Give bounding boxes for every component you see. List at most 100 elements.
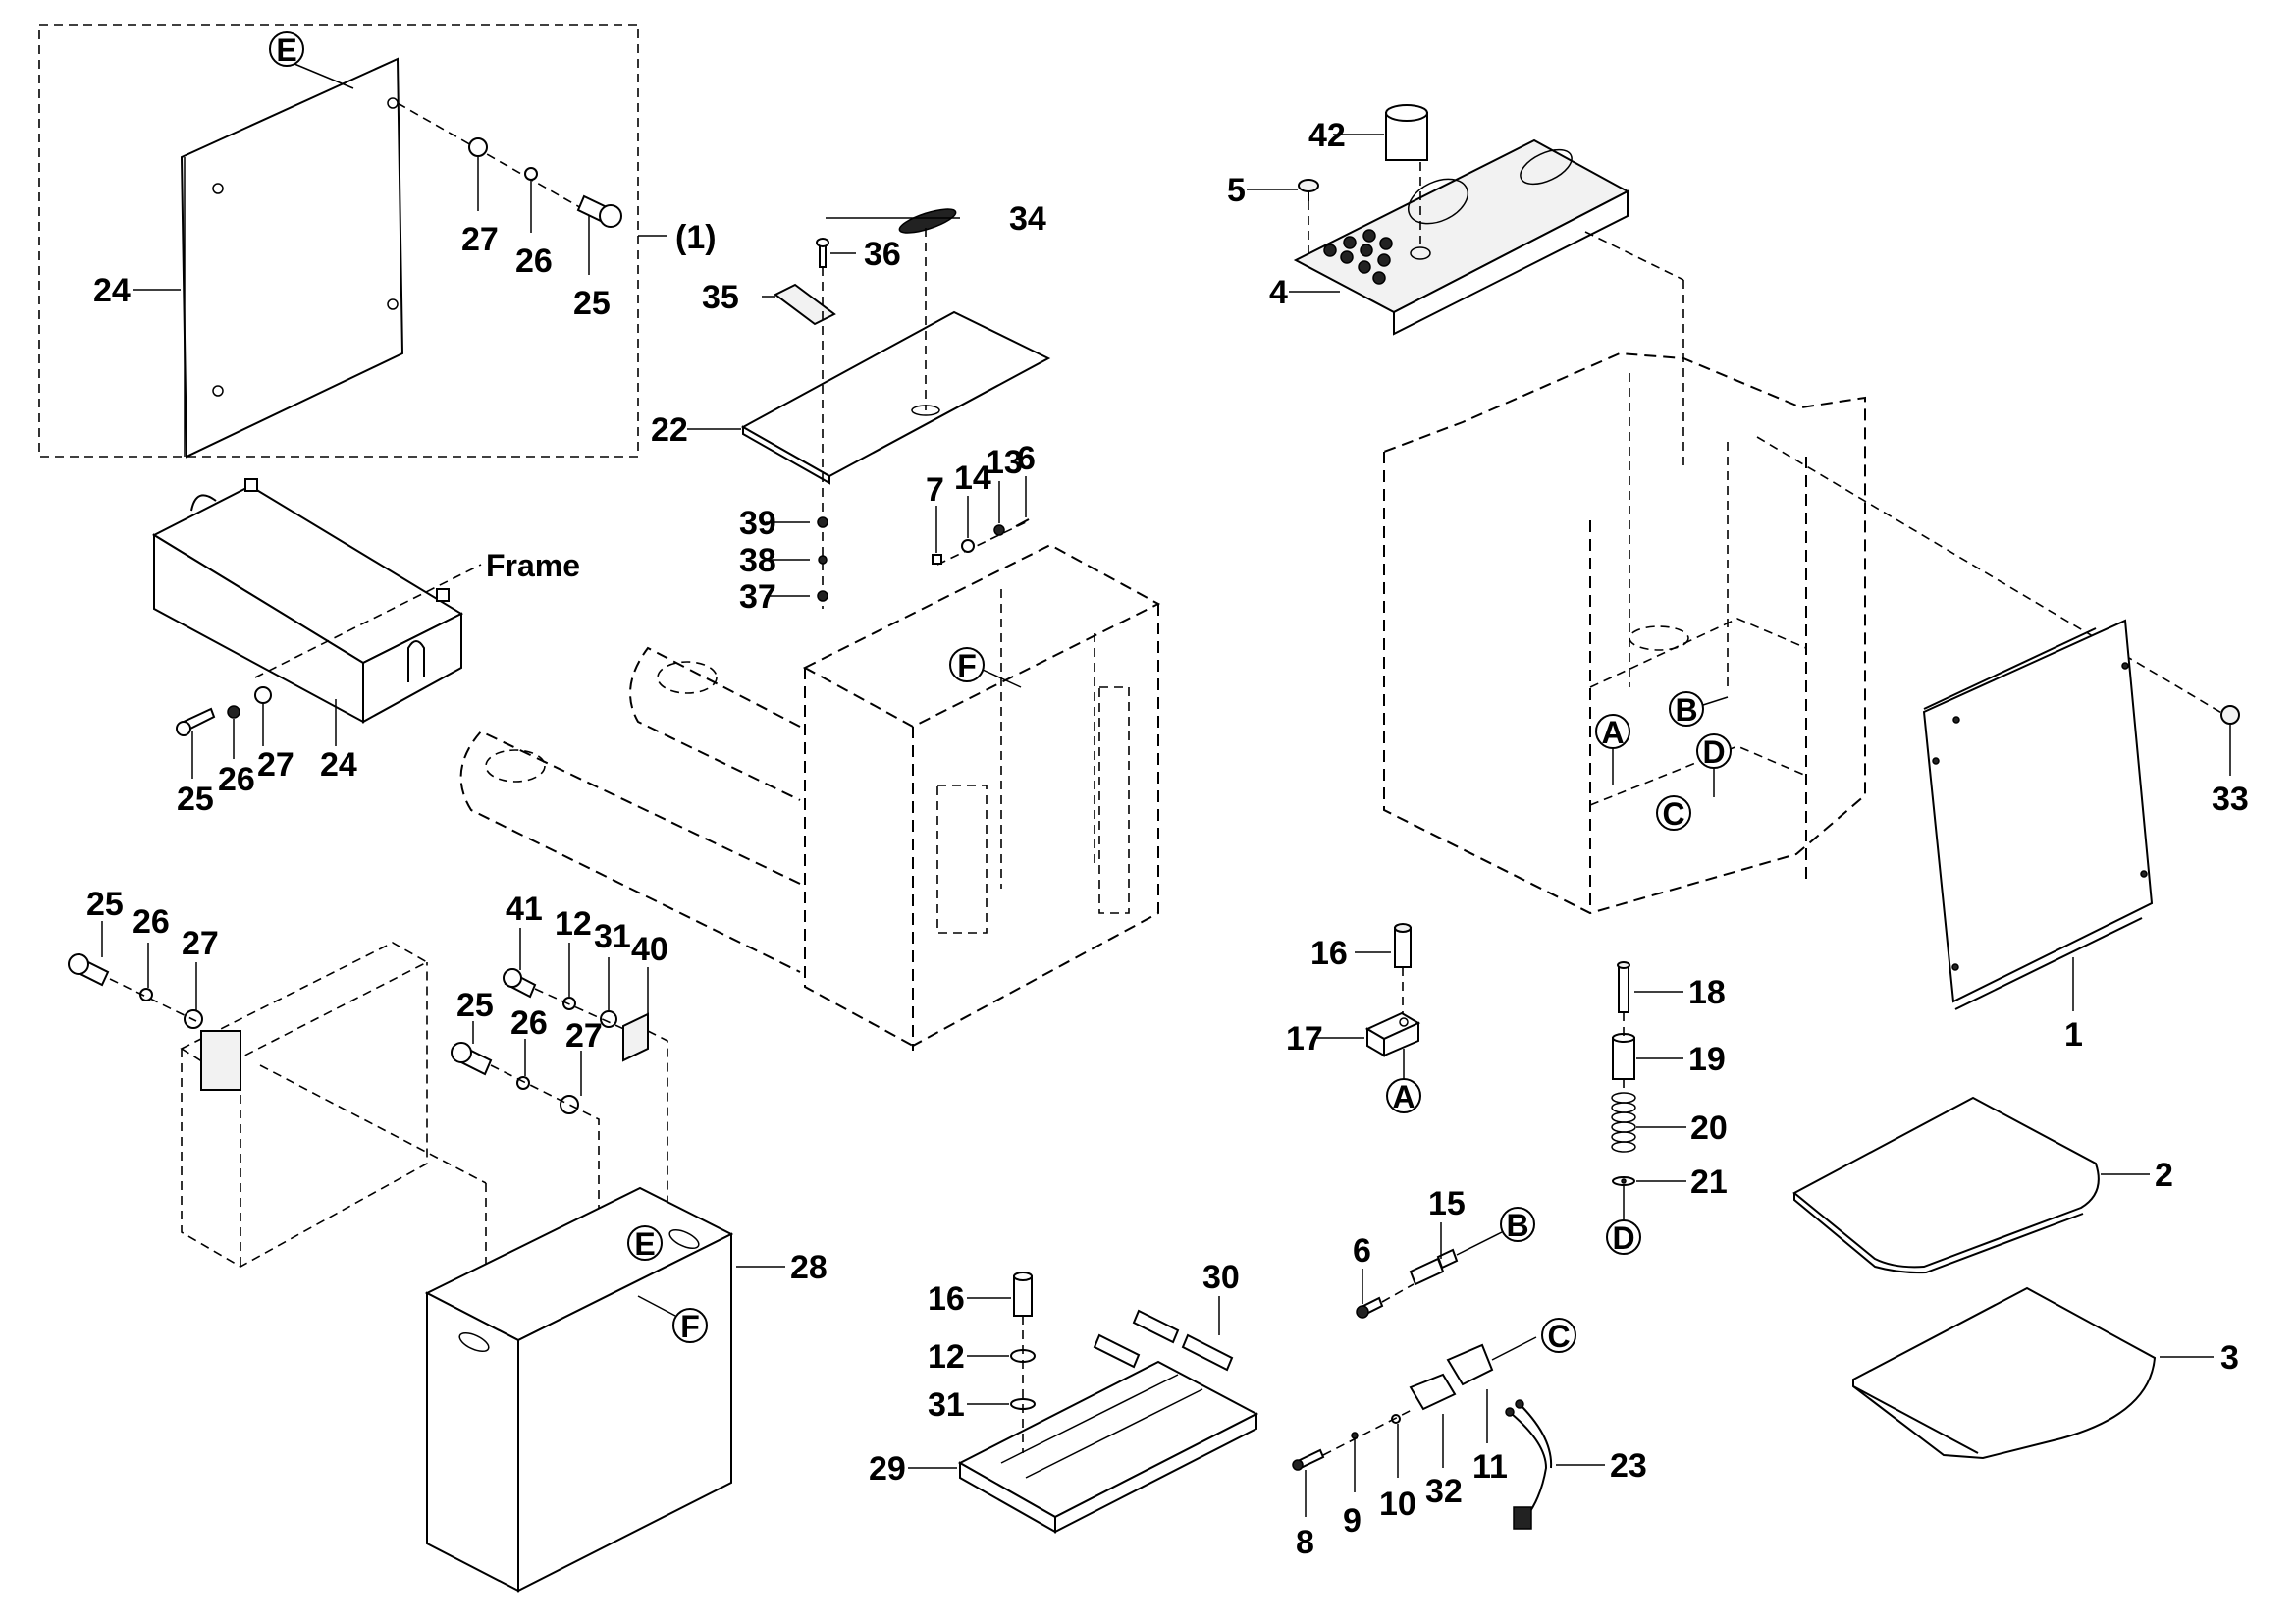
floor-mat-2: 2 — [1792, 1096, 2173, 1274]
callout-7: 7 — [926, 471, 944, 509]
bracket-fastener-group: 41 12 31 40 25 26 27 — [451, 891, 668, 1296]
callout-9: 9 — [1343, 1502, 1362, 1540]
lock-washer-26-icon — [524, 167, 538, 181]
callout-12: 12 — [928, 1338, 965, 1376]
callout-14: 14 — [954, 460, 991, 497]
ref-marker-E: E — [634, 1226, 655, 1262]
callout-38: 38 — [739, 542, 776, 579]
side-panel-group: 33 1 — [1922, 619, 2249, 1054]
ref-marker-A: A — [1601, 715, 1624, 750]
callout-13: 13 — [986, 444, 1023, 481]
ref-marker-D: D — [1612, 1220, 1634, 1256]
callout-26: 26 — [218, 761, 255, 798]
callout-22: 22 — [651, 411, 688, 449]
callout-33: 33 — [2212, 781, 2249, 818]
top-plate-group: 34 36 35 22 39 38 37 — [651, 200, 1051, 616]
callout-35: 35 — [702, 279, 739, 316]
cover-plate-24 — [180, 57, 404, 459]
ref-marker-A: A — [1392, 1079, 1415, 1114]
callout-32: 32 — [1425, 1473, 1463, 1510]
callout-6: 6 — [1017, 440, 1036, 477]
callout-29: 29 — [869, 1450, 906, 1488]
callout-20: 20 — [1690, 1110, 1728, 1147]
callout-28: 28 — [790, 1249, 828, 1286]
callout-2: 2 — [2155, 1157, 2173, 1194]
callout-23: 23 — [1610, 1447, 1647, 1485]
block-17-group: 16 17 A — [1286, 923, 1421, 1114]
handle-34-icon — [898, 208, 957, 234]
battery-box-28: 28 E F — [424, 1186, 828, 1593]
callout-21: 21 — [1690, 1164, 1728, 1201]
callout-30: 30 — [1202, 1259, 1240, 1296]
bracket-35-icon — [774, 283, 836, 326]
callout-31: 31 — [928, 1386, 965, 1424]
callout-27: 27 — [565, 1017, 603, 1055]
pin-15-group: 6 15 B — [1353, 1185, 1535, 1319]
chassis-body: A B D C — [1383, 352, 2229, 915]
cup-holder-42-icon — [1385, 104, 1428, 161]
callout-4: 4 — [1269, 274, 1288, 311]
callout-42: 42 — [1308, 117, 1346, 154]
fork-frame-group: 7 14 13 6 F — [459, 440, 1161, 1051]
callout-26: 26 — [515, 243, 553, 280]
callout-27: 27 — [461, 221, 499, 258]
callout-36: 36 — [864, 236, 901, 273]
kit-boundary — [38, 24, 639, 458]
callout-6: 6 — [1353, 1232, 1371, 1270]
callout-18: 18 — [1688, 974, 1726, 1011]
screw-33-icon — [2220, 705, 2240, 725]
callout-39: 39 — [739, 505, 776, 542]
callout-5: 5 — [1227, 172, 1246, 209]
ref-marker-B: B — [1506, 1208, 1528, 1243]
callout-frame: Frame — [486, 548, 580, 583]
callout-25: 25 — [86, 886, 124, 923]
battery-group: 25 26 27 — [68, 886, 487, 1355]
callout-17: 17 — [1286, 1020, 1323, 1057]
ref-marker-C: C — [1547, 1319, 1570, 1354]
callout-25: 25 — [456, 987, 494, 1024]
callout-16: 16 — [928, 1280, 965, 1318]
base-tray-group: 16 12 31 29 30 — [869, 1259, 1259, 1534]
battery-block-group: 25 26 27 24 Frame — [151, 478, 580, 818]
callout-16: 16 — [1310, 935, 1348, 972]
roller-30-icon — [1093, 1309, 1234, 1372]
callout-27: 27 — [257, 746, 294, 784]
ref-marker-E: E — [276, 32, 296, 68]
callout-37: 37 — [739, 578, 776, 616]
side-panel-1 — [1922, 619, 2154, 1003]
callout-26: 26 — [133, 903, 170, 941]
callout-3: 3 — [2220, 1339, 2239, 1377]
callout-12: 12 — [555, 905, 592, 943]
floor-plate-3: 3 — [1852, 1286, 2239, 1460]
callout-26: 26 — [510, 1004, 548, 1042]
bolt-25-icon — [576, 194, 622, 228]
ref-marker-D: D — [1702, 734, 1725, 770]
callout-8: 8 — [1296, 1524, 1314, 1561]
callout-10: 10 — [1379, 1486, 1416, 1523]
callout-19: 19 — [1688, 1041, 1726, 1078]
spring-assembly-group: 18 19 20 21 D — [1606, 961, 1728, 1256]
callout-24: 24 — [93, 272, 131, 309]
callout-24: 24 — [320, 746, 357, 784]
ref-marker-F: F — [957, 648, 977, 683]
callout-40: 40 — [631, 931, 668, 968]
callout-25: 25 — [177, 781, 214, 818]
screw-5-icon — [1298, 179, 1319, 201]
callout-kit-1: (1) — [675, 219, 717, 256]
callout-11: 11 — [1472, 1448, 1508, 1486]
ref-marker-B: B — [1675, 692, 1697, 728]
callout-1: 1 — [2064, 1016, 2083, 1054]
callout-15: 15 — [1428, 1185, 1466, 1222]
callout-27: 27 — [182, 925, 219, 962]
kit-group-1: 24 27 26 25 (1) E — [38, 24, 717, 459]
screw-36-icon — [816, 238, 829, 268]
callout-31: 31 — [594, 918, 631, 955]
ref-marker-C: C — [1662, 796, 1684, 832]
callout-41: 41 — [506, 891, 543, 928]
ref-marker-F: F — [680, 1309, 700, 1344]
button-grid — [1323, 229, 1393, 285]
top-cover-group: 42 5 4 — [1227, 104, 1684, 471]
washer-27-icon — [468, 137, 488, 157]
wire-harness-23-icon — [1505, 1399, 1553, 1530]
